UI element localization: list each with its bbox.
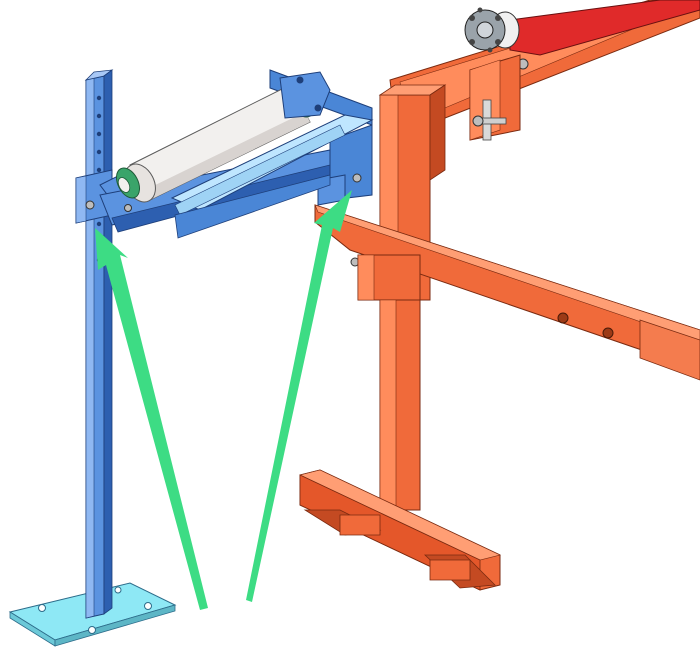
orange-bracket: [469, 54, 521, 141]
white-roller: [116, 82, 316, 203]
red-roller-top: [464, 0, 700, 70]
green-arrow-right: [246, 190, 352, 602]
blue-bearing-block: [279, 71, 331, 119]
green-arrow-left: [95, 228, 208, 610]
green-arrows: [95, 190, 352, 610]
orange-machine-frame: [299, 0, 700, 591]
blue-roller-stand: [8, 69, 374, 647]
